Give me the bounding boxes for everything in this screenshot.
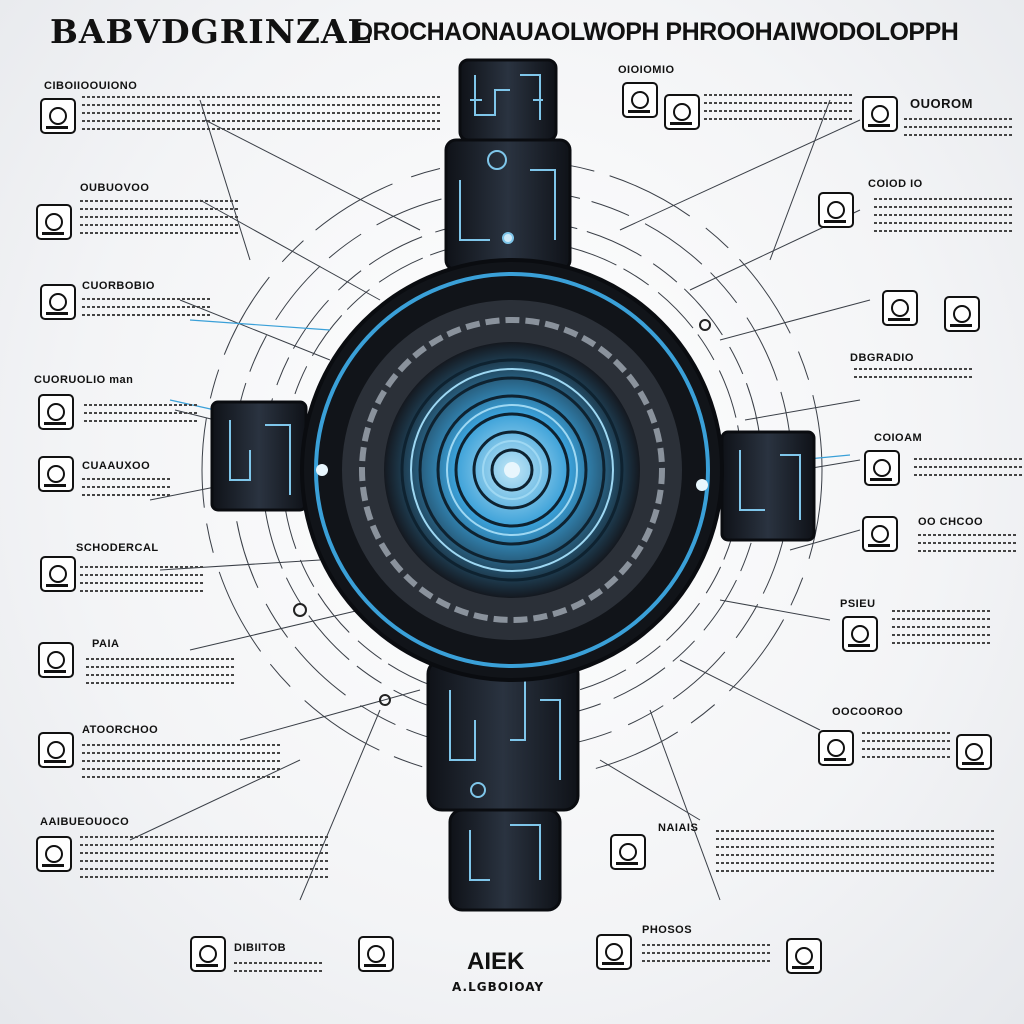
main-dial bbox=[300, 258, 724, 682]
box-icon bbox=[944, 296, 980, 332]
pulse-icon bbox=[864, 450, 900, 486]
camera-icon bbox=[38, 394, 74, 430]
signal-icon bbox=[36, 836, 72, 872]
eye-icon bbox=[40, 284, 76, 320]
center-label: AIEK bbox=[467, 948, 525, 975]
top-strap bbox=[444, 58, 572, 272]
heart-rate-icon bbox=[38, 642, 74, 678]
side-lugs bbox=[210, 400, 816, 542]
battery-icon bbox=[40, 556, 76, 592]
screen-icon bbox=[622, 82, 658, 118]
settings-icon bbox=[862, 96, 898, 132]
cube-icon bbox=[882, 290, 918, 326]
title-right: DROCHAONAUAOLWOPH PHROOHAIWODOLOPPH bbox=[355, 18, 959, 46]
map-icon bbox=[862, 516, 898, 552]
chip-icon bbox=[40, 98, 76, 134]
chart-icon bbox=[610, 834, 646, 870]
clipboard-icon bbox=[956, 734, 992, 770]
bell-icon bbox=[818, 730, 854, 766]
bottom-strap bbox=[426, 658, 580, 912]
sensor-icon bbox=[38, 456, 74, 492]
center-sublabel: A.LGBOIOAY bbox=[452, 980, 545, 994]
check-icon bbox=[664, 94, 700, 130]
lock-icon bbox=[818, 192, 854, 228]
target-icon bbox=[596, 934, 632, 970]
shield-icon bbox=[38, 732, 74, 768]
document-icon bbox=[358, 936, 394, 972]
title-left: BABVDGRINZAL bbox=[50, 12, 372, 51]
device-icon bbox=[190, 936, 226, 972]
activity-icon bbox=[842, 616, 878, 652]
gear-icon bbox=[36, 204, 72, 240]
waveform-icon bbox=[786, 938, 822, 974]
